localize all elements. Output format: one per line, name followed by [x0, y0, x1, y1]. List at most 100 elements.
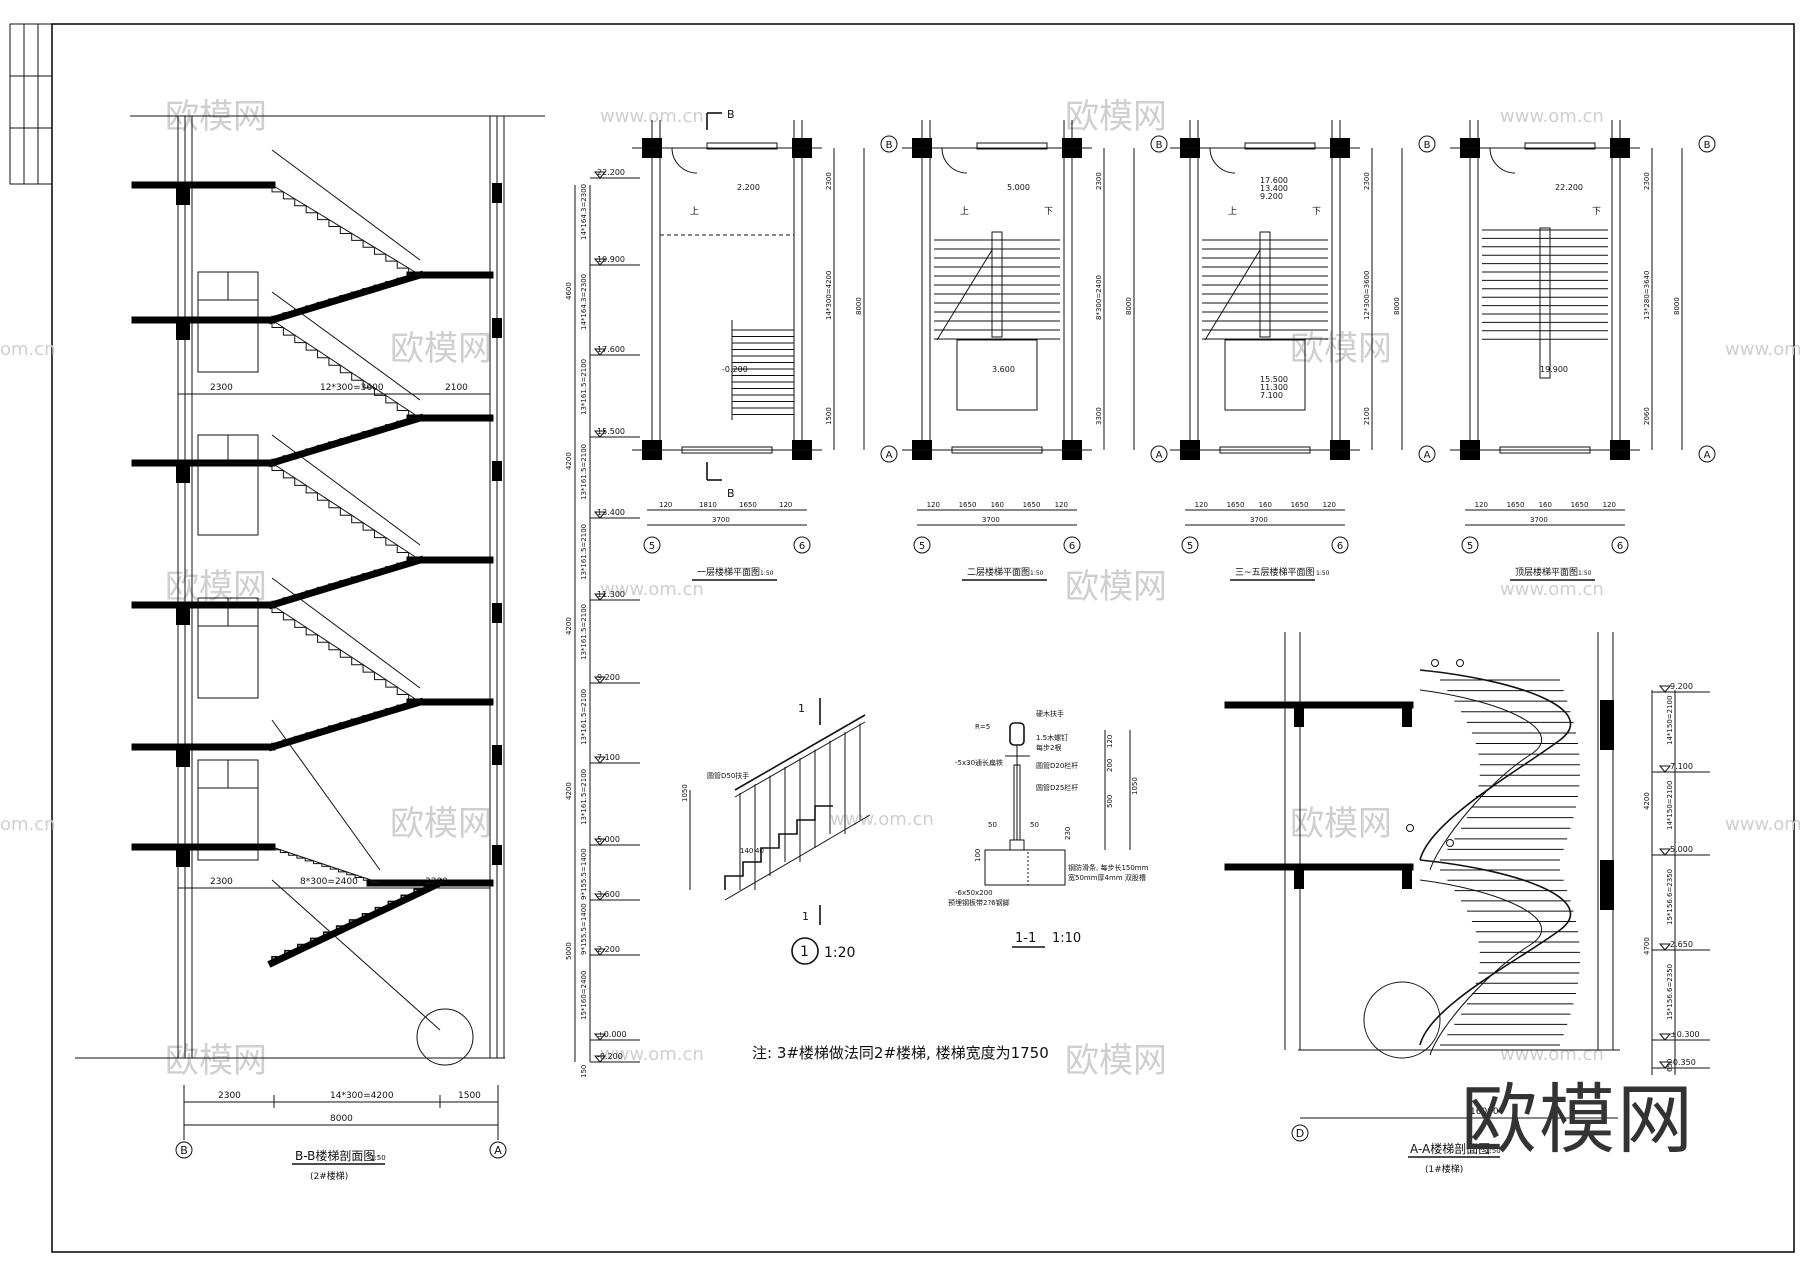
- detail1-dim-b: 40: [755, 847, 764, 855]
- plan-dim-right: 2100: [1363, 407, 1371, 425]
- section-mark-bottom: B: [727, 487, 735, 500]
- label-down: 下: [1312, 207, 1321, 217]
- svg-text:www.om.cn: www.om.cn: [600, 106, 704, 127]
- svg-text:om.cn: om.cn: [0, 814, 56, 835]
- plan-elevation: -0.200: [722, 365, 748, 374]
- elev-marker: [593, 893, 607, 901]
- plan-dim-bottom: 1810: [699, 501, 717, 509]
- elev-marker: [593, 676, 607, 684]
- flight-dim-label: 13*161.5=2100: [580, 604, 588, 660]
- axis-label-right: 6: [799, 541, 805, 552]
- plan-title: 顶层楼梯平面图: [1515, 566, 1578, 578]
- s11-title: 1-1: [1015, 931, 1036, 946]
- axis-label-left: 5: [1467, 541, 1473, 552]
- plan-dim-bottom: 160: [1259, 501, 1272, 509]
- aa-title-block: A-A楼梯剖面图 1:50 (1#楼梯): [1408, 1141, 1501, 1175]
- window: [1244, 142, 1316, 150]
- aa-section-drawing: 16000 D 9.2007.1005.0002.650±0.300-0.350…: [1224, 632, 1710, 1175]
- plan-elevation: 7.100: [1260, 391, 1283, 400]
- axis-label-bottom: A: [1704, 450, 1711, 461]
- elevation-label: 3.600: [597, 890, 620, 899]
- axis-bubble: [913, 536, 931, 554]
- svg-text:www.om.cn: www.om.cn: [1500, 579, 1604, 600]
- axis-a: A: [494, 1144, 502, 1157]
- plan-dim-right: 2060: [1643, 407, 1651, 425]
- plan-title: 一层楼梯平面图: [697, 566, 760, 578]
- flight-dim-label: 150: [580, 1065, 588, 1078]
- dim-bottom-1: 14*300=4200: [330, 1091, 394, 1101]
- aa-flight-dim: 14*150=2100: [1666, 696, 1674, 745]
- wall-post: [492, 318, 502, 338]
- svg-text:欧模网: 欧模网: [1065, 1041, 1167, 1081]
- plan-dim-bottom: 160: [991, 501, 1004, 509]
- axis-label-right: 6: [1337, 541, 1343, 552]
- window: [706, 142, 778, 150]
- svg-text:欧模网: 欧模网: [390, 804, 492, 844]
- svg-text:www.om.cn: www.om.cn: [1725, 814, 1800, 835]
- label-down: 下: [1592, 207, 1601, 217]
- svg-text:www.om.cn: www.om.cn: [1725, 339, 1800, 360]
- svg-text:www.om.cn: www.om.cn: [830, 809, 934, 830]
- label-up: 上: [960, 206, 969, 217]
- elev-marker: [1658, 1033, 1672, 1041]
- svg-text:www.om.cn: www.om.cn: [600, 1044, 704, 1065]
- svg-text:欧模网: 欧模网: [1290, 804, 1392, 844]
- plan-dim-right: 8*300=2400: [1095, 275, 1103, 320]
- svg-text:www.om.cn: www.om.cn: [600, 579, 704, 600]
- bb-subtitle: (2#楼梯): [310, 1170, 348, 1182]
- plan-dim-right: 2300: [1095, 172, 1103, 190]
- elev-marker: [1658, 1061, 1672, 1069]
- plan-scale: 1:50: [760, 570, 774, 577]
- handrail: [271, 719, 381, 871]
- plan-width: 3700: [712, 516, 730, 524]
- axis-bubble: [1418, 445, 1436, 463]
- aa-flight-dim: 650: [1666, 1059, 1674, 1072]
- handrail: [271, 149, 421, 261]
- aa-subtitle: (1#楼梯): [1425, 1163, 1463, 1175]
- rail-post: [1431, 659, 1439, 667]
- stair-stringer: [271, 604, 421, 703]
- story-dim-label: 4200: [565, 617, 573, 635]
- s11-dim-0: 120: [1106, 735, 1114, 748]
- dim-mid-b-0: 2300: [210, 877, 233, 887]
- aa-flight-dim: 14*150=2100: [1666, 781, 1674, 830]
- dim-mid-a-1: 12*300=3600: [320, 383, 384, 393]
- plan-elevation: 19.900: [1540, 365, 1568, 374]
- plan-elevation: 9.200: [1260, 192, 1283, 201]
- rail-post: [1446, 839, 1454, 847]
- axis-b: B: [180, 1144, 188, 1157]
- plan-title: 二层楼梯平面图: [967, 566, 1030, 578]
- axis-bubble: [880, 445, 898, 463]
- aa-elevation-label: ±0.300: [1670, 1030, 1700, 1039]
- floor-plan-3: 17.60013.4009.20015.50011.3007.100上下2300…: [1170, 120, 1436, 581]
- stair-stringer: [267, 878, 445, 968]
- aa-elevation-label: 5.000: [1670, 845, 1693, 854]
- plan-dim-bottom: 120: [1195, 501, 1208, 509]
- s11-dim-1: 200: [1106, 759, 1114, 772]
- plan-elevation: 22.200: [1555, 183, 1583, 192]
- door-swing: [671, 147, 698, 174]
- s11-radius: R=5: [975, 723, 990, 731]
- s11-note-0: 硬木扶手: [1036, 709, 1064, 718]
- svg-text:om.cn: om.cn: [0, 339, 56, 360]
- door-swing: [1209, 147, 1236, 174]
- watermark-logo: 欧模网: [1461, 1075, 1695, 1164]
- handrail: [271, 577, 421, 689]
- aa-flight-dim: 15*156.6=2350: [1666, 964, 1674, 1020]
- rail-post: [1456, 659, 1464, 667]
- landing-outline: [1224, 339, 1306, 411]
- s11-note-7: 宽50mm厚4mm 双股槽: [1068, 873, 1146, 882]
- handrail: [271, 879, 441, 1031]
- window: [951, 446, 1043, 454]
- svg-text:欧模网: 欧模网: [165, 567, 267, 607]
- stair-stringer: [271, 319, 421, 419]
- plan-elevation: 15.500: [1260, 375, 1288, 384]
- flight-dim-label: 9*155.5=1400: [580, 903, 588, 955]
- general-note: 注: 3#楼梯做法同2#楼梯, 楼梯宽度为1750: [752, 1044, 1049, 1062]
- spiral-rail: [1419, 689, 1543, 871]
- svg-text:欧模网: 欧模网: [1065, 97, 1167, 137]
- flight-dim-label: 13*161.5=2100: [580, 359, 588, 415]
- axis-label-top: B: [1424, 140, 1431, 151]
- plan-dim-right: 12*300=3600: [1363, 271, 1371, 320]
- axis-bubble: [1150, 445, 1168, 463]
